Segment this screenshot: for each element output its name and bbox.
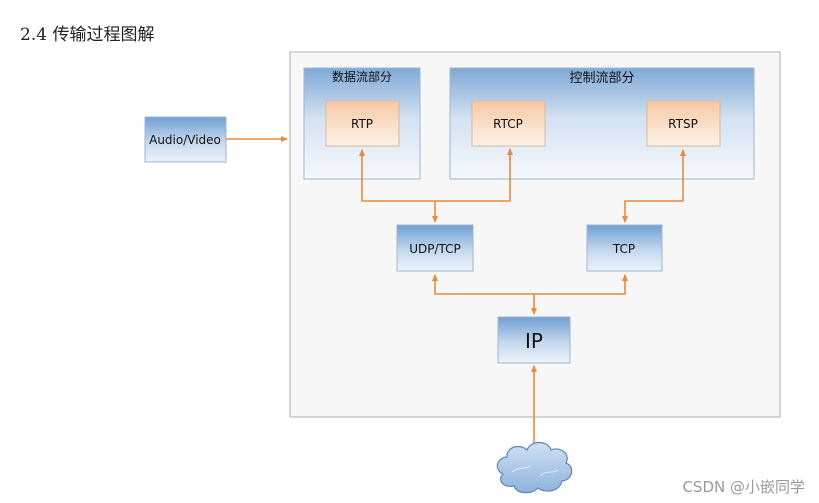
data-stream-title: 数据流部分 bbox=[332, 69, 392, 84]
control-stream-title: 控制流部分 bbox=[569, 71, 634, 86]
rtcp-label: RTCP bbox=[493, 117, 523, 131]
rtsp-label: RTSP bbox=[668, 117, 698, 131]
section-heading: 2.4 传输过程图解 bbox=[20, 25, 155, 45]
arrow-udp-ip bbox=[432, 274, 534, 295]
tcp-box: TCP bbox=[586, 224, 663, 272]
rtsp-box: RTSP bbox=[646, 100, 721, 147]
rtp-box: RTP bbox=[325, 100, 400, 147]
network-cloud-icon bbox=[496, 441, 573, 494]
tcp-label: TCP bbox=[612, 242, 635, 256]
rtcp-box: RTCP bbox=[471, 100, 546, 147]
arrow-rtp-udp bbox=[359, 149, 435, 202]
rtp-label: RTP bbox=[351, 117, 373, 131]
ip-label: IP bbox=[525, 329, 543, 353]
arrow-rtcp-udp bbox=[435, 150, 511, 202]
udp-tcp-label: UDP/TCP bbox=[409, 242, 461, 256]
watermark: CSDN @小嵌同学 bbox=[682, 478, 805, 496]
audio-video-label: Audio/Video bbox=[149, 133, 221, 147]
arrow-rtsp-tcp bbox=[622, 149, 686, 223]
audio-video-box: Audio/Video bbox=[144, 116, 227, 163]
arrow-tcp-ip bbox=[534, 274, 628, 295]
udp-tcp-box: UDP/TCP bbox=[396, 224, 474, 272]
ip-box: IP bbox=[497, 316, 571, 364]
